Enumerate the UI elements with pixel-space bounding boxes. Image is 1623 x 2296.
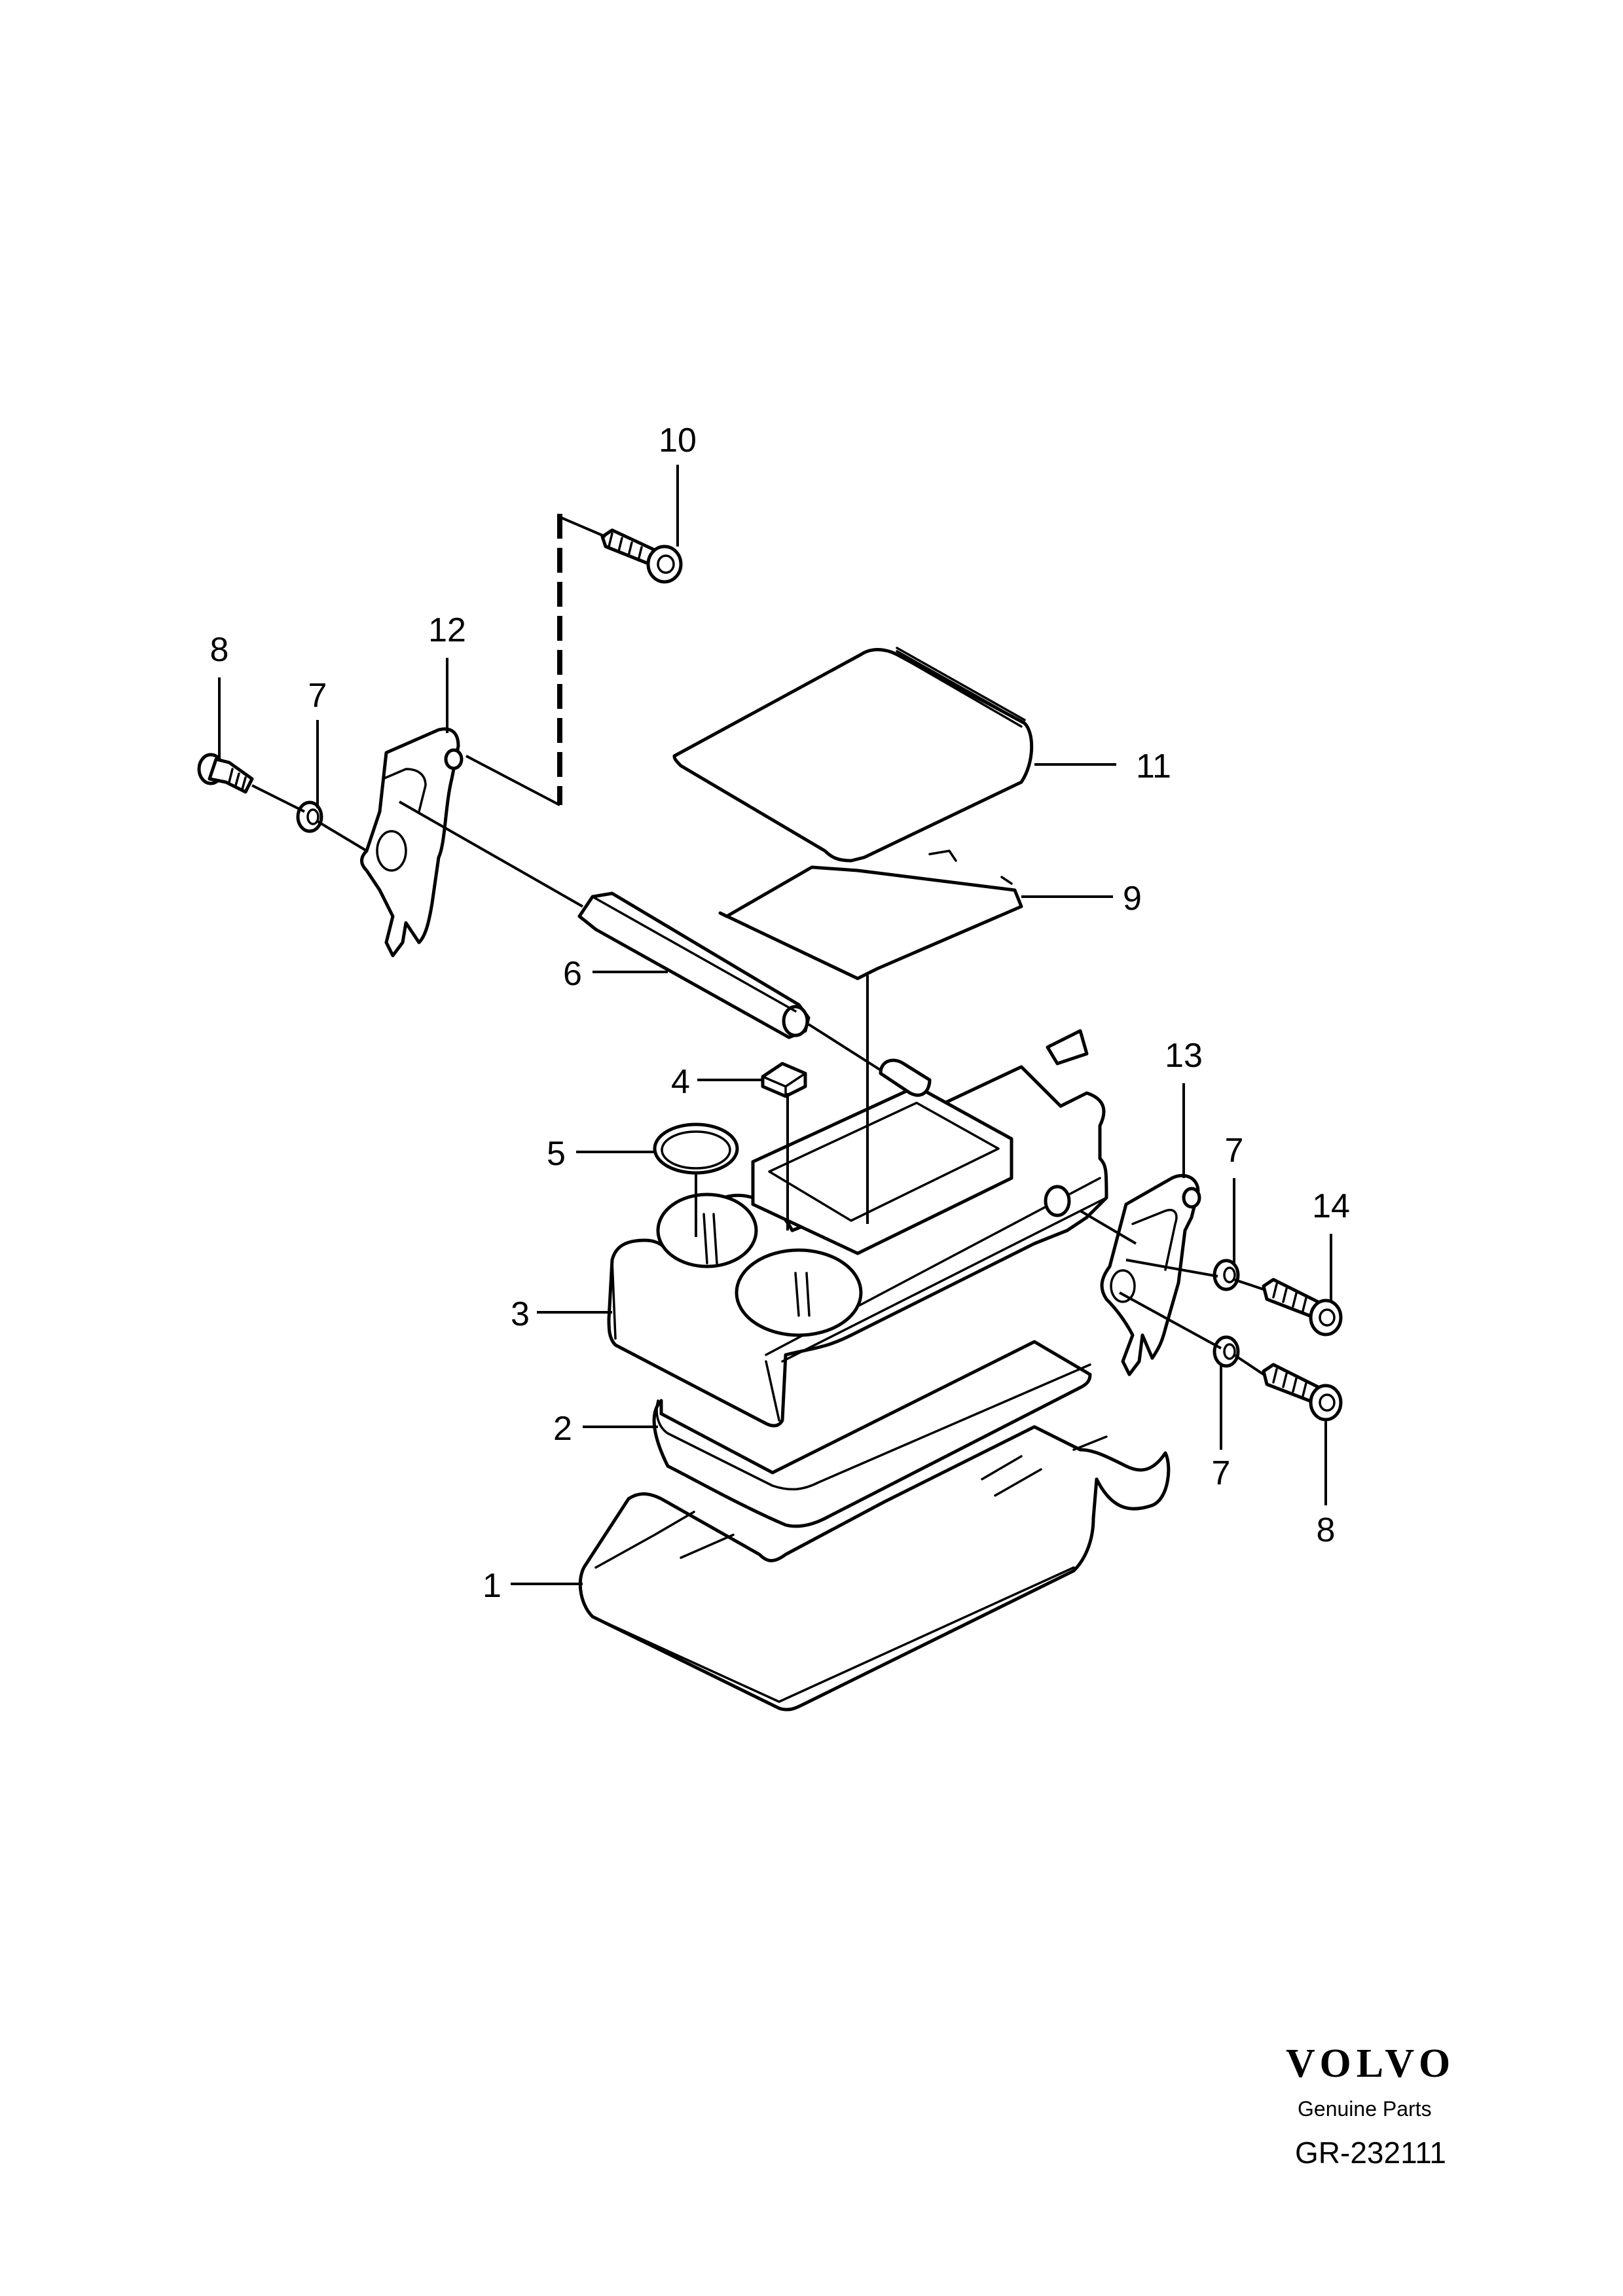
part-7-washer-right-lower: [1213, 1335, 1240, 1368]
part-13-right-bracket: [1100, 1174, 1201, 1376]
callout-8-right: 8: [1317, 1511, 1336, 1549]
callout-8: 8: [210, 631, 229, 669]
part-8-screw-left: [197, 753, 254, 794]
callout-7: 7: [308, 677, 327, 715]
part-5-ring: [653, 1122, 739, 1175]
part-9-liner: [718, 850, 1023, 980]
callout-10: 10: [659, 422, 697, 459]
callout-7-right-upper: 7: [1225, 1132, 1244, 1170]
callout-5: 5: [547, 1135, 566, 1173]
brand-subtitle: Genuine Parts: [1298, 2097, 1432, 2121]
callout-2: 2: [553, 1410, 572, 1448]
callout-13: 13: [1165, 1037, 1203, 1075]
callout-6: 6: [563, 955, 582, 993]
diagram-code: GR-232111: [1295, 2136, 1446, 2170]
part-11-lid: [672, 647, 1034, 863]
assembly-lines: [251, 514, 1265, 1376]
part-12-left-bracket: [360, 727, 464, 958]
callout-11: 11: [1136, 747, 1171, 785]
part-7-washer-right-upper: [1213, 1259, 1240, 1291]
part-6-hinge-pin: [577, 891, 811, 1039]
callout-1: 1: [483, 1567, 501, 1605]
callout-14: 14: [1312, 1187, 1350, 1225]
callout-4: 4: [671, 1063, 690, 1101]
part-3-console-body: [607, 1029, 1108, 1427]
part-1-base-tray: [578, 1425, 1171, 1712]
callout-leaders: [218, 465, 1332, 1585]
part-10-screw: [600, 528, 683, 584]
part-4-clip: [761, 1062, 807, 1098]
callout-9: 9: [1123, 880, 1142, 918]
part-14-bolt: [1262, 1278, 1343, 1336]
callout-7-right-lower: 7: [1212, 1454, 1231, 1492]
volvo-logo: VOLVO: [1286, 2041, 1456, 2086]
callout-12: 12: [428, 611, 466, 649]
part-7-washer-left: [296, 800, 323, 833]
callout-labels: 10 8 7 12 11 9 6 4 5 3 2 1 13 7 14 7 8: [210, 422, 1350, 1605]
part-2-pad: [652, 1340, 1092, 1528]
callout-3: 3: [511, 1295, 530, 1333]
part-8-bolt-right: [1262, 1363, 1343, 1422]
